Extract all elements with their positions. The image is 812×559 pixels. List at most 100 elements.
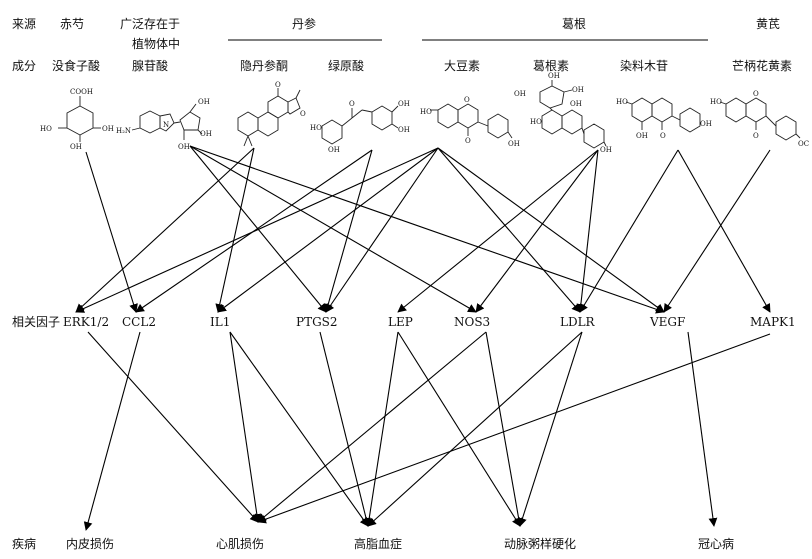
atom-ho: HO	[420, 108, 432, 116]
row-label-disease: 疾病	[12, 536, 36, 551]
edge-formononetin-to-vegf	[663, 149, 771, 313]
edge-daidzein-to-ptgs2	[325, 147, 439, 313]
atom-o-top: O	[275, 81, 281, 89]
compound-chlorogenic-acid: 绿原酸	[328, 58, 364, 73]
factor-il1: IL1	[210, 315, 230, 329]
atom-o-ring: O	[464, 96, 470, 104]
atom-ho-left: HO	[40, 125, 52, 133]
structure-chlorogenic-acid: O OH OH HO OH	[310, 100, 410, 154]
edge-il1-to-hyperlipidemia	[229, 331, 369, 527]
factor-erk: ERK1/2	[63, 315, 109, 329]
atom-cooh: COOH	[70, 88, 93, 96]
atom-n: N	[163, 121, 169, 129]
atom-oh-sugar-3: OH	[572, 86, 584, 94]
factor-ldlr: LDLR	[560, 315, 596, 329]
compound-adenosine: 腺苷酸	[132, 58, 168, 73]
atom-oh: OH	[508, 140, 520, 148]
edge-daidzein-to-ldlr	[437, 147, 581, 313]
edge-mapk1-to-myocardial	[257, 333, 771, 524]
atom-ho-acid: HO	[310, 124, 322, 132]
factor-ccl2: CCL2	[122, 315, 156, 329]
atom-oc: OC	[798, 140, 809, 148]
atom-oh-b-ring: OH	[700, 120, 712, 128]
factor-vegf: VEGF	[649, 315, 685, 329]
atom-oh-sugar-1: OH	[514, 90, 526, 98]
structure-formononetin: HO O O OC	[710, 90, 809, 148]
structure-adenosine: H₂N N OH OH OH	[116, 98, 212, 151]
edge-cryptotanshinone-to-il1	[215, 147, 255, 313]
edge-genistin-to-mapk1	[677, 149, 771, 313]
atom-o-ring: O	[300, 110, 306, 118]
compound-gallic-acid: 没食子酸	[52, 58, 100, 73]
edge-daidzein-to-il1	[217, 147, 439, 313]
disease-endothelial: 内皮损伤	[66, 537, 114, 551]
compound-formononetin: 芒柄花黄素	[732, 58, 792, 73]
atom-o-carbonyl: O	[465, 137, 471, 145]
atom-nh2: H₂N	[116, 127, 131, 135]
structure-genistin: HO OH O OH	[616, 97, 712, 140]
edge-il1-to-myocardial	[229, 331, 262, 523]
atom-ho-ring: HO	[530, 118, 542, 126]
edge-daidzein-to-erk	[75, 147, 439, 313]
disease-hyperlipidemia: 高脂血症	[354, 536, 402, 551]
atom-oh-bottom: OH	[70, 143, 82, 151]
disease-myocardial: 心肌损伤	[216, 537, 264, 551]
compound-cryptotanshinone: 隐丹参酮	[240, 58, 288, 73]
atom-ho: HO	[616, 98, 628, 106]
row-label-component: 成分	[12, 59, 36, 73]
atom-oh-sugar-2: OH	[548, 72, 560, 80]
disease-atherosclerosis: 动脉粥样硬化	[504, 536, 576, 551]
edge-nos3-to-myocardial	[257, 331, 487, 523]
source-chishao: 赤芍	[60, 17, 84, 31]
edge-erk-to-myocardial	[87, 331, 259, 523]
edge-adenosine-to-nos3	[189, 145, 477, 313]
structure-puerarin: OH OH OH OH HO OH	[514, 72, 612, 154]
atom-oh-ring: OH	[328, 146, 340, 154]
source-widespread-line1: 广泛存在于	[120, 17, 180, 31]
edge-lep-to-atherosclerosis	[397, 331, 521, 527]
structure-cryptotanshinone: O O	[237, 81, 306, 147]
atom-oh-sugar-4: OH	[570, 100, 582, 108]
compound-daidzein: 大豆素	[444, 59, 480, 73]
atom-oh-bottom: OH	[178, 143, 190, 151]
factor-ptgs2: PTGS2	[296, 315, 338, 329]
row-label-source: 来源	[12, 17, 36, 31]
edge-puerarin-to-nos3	[475, 149, 599, 313]
edge-adenosine-to-vegf	[189, 145, 665, 314]
edges-layer	[75, 145, 771, 531]
structure-gallic-acid: COOH HO OH OH	[40, 88, 114, 151]
edge-chlorogenic_acid-to-ptgs2	[323, 149, 373, 313]
factor-nos3: NOS3	[454, 315, 490, 329]
source-gegen: 葛根	[562, 17, 586, 31]
edge-ccl2-to-endothelial	[83, 331, 141, 531]
edge-daidzein-to-vegf	[437, 147, 665, 313]
disease-chd: 冠心病	[698, 536, 734, 551]
atom-oh-catechol-top: OH	[398, 100, 410, 108]
edge-lep-to-hyperlipidemia	[364, 331, 399, 527]
edge-gallic_acid-to-ccl2	[85, 151, 138, 313]
atom-o-carbonyl: O	[660, 132, 666, 140]
atom-oh-right: OH	[200, 130, 212, 138]
atom-o-carbonyl: O	[753, 132, 759, 140]
atom-o-carbonyl: O	[349, 100, 355, 108]
edge-genistin-to-ldlr	[579, 149, 679, 313]
row-label-factor: 相关因子	[12, 315, 60, 329]
atom-oh-right: OH	[102, 125, 114, 133]
edge-cryptotanshinone-to-erk	[75, 147, 255, 313]
edge-puerarin-to-lep	[397, 149, 599, 313]
edge-ldlr-to-atherosclerosis	[518, 331, 583, 527]
source-huangqi: 黄芪	[756, 17, 780, 31]
source-widespread-line2: 植物体中	[132, 36, 180, 51]
compound-puerarin: 葛根素	[533, 59, 569, 73]
edge-puerarin-to-ldlr	[576, 149, 599, 313]
atom-oh-top: OH	[198, 98, 210, 106]
factor-lep: LEP	[388, 315, 413, 329]
source-danshen: 丹参	[292, 16, 316, 31]
atom-oh-5: OH	[636, 132, 648, 140]
edge-ptgs2-to-hyperlipidemia	[319, 331, 371, 527]
atom-ho: HO	[710, 98, 722, 106]
atom-o-ring: O	[753, 90, 759, 98]
factor-mapk1: MAPK1	[750, 315, 796, 329]
edge-nos3-to-atherosclerosis	[485, 331, 523, 527]
